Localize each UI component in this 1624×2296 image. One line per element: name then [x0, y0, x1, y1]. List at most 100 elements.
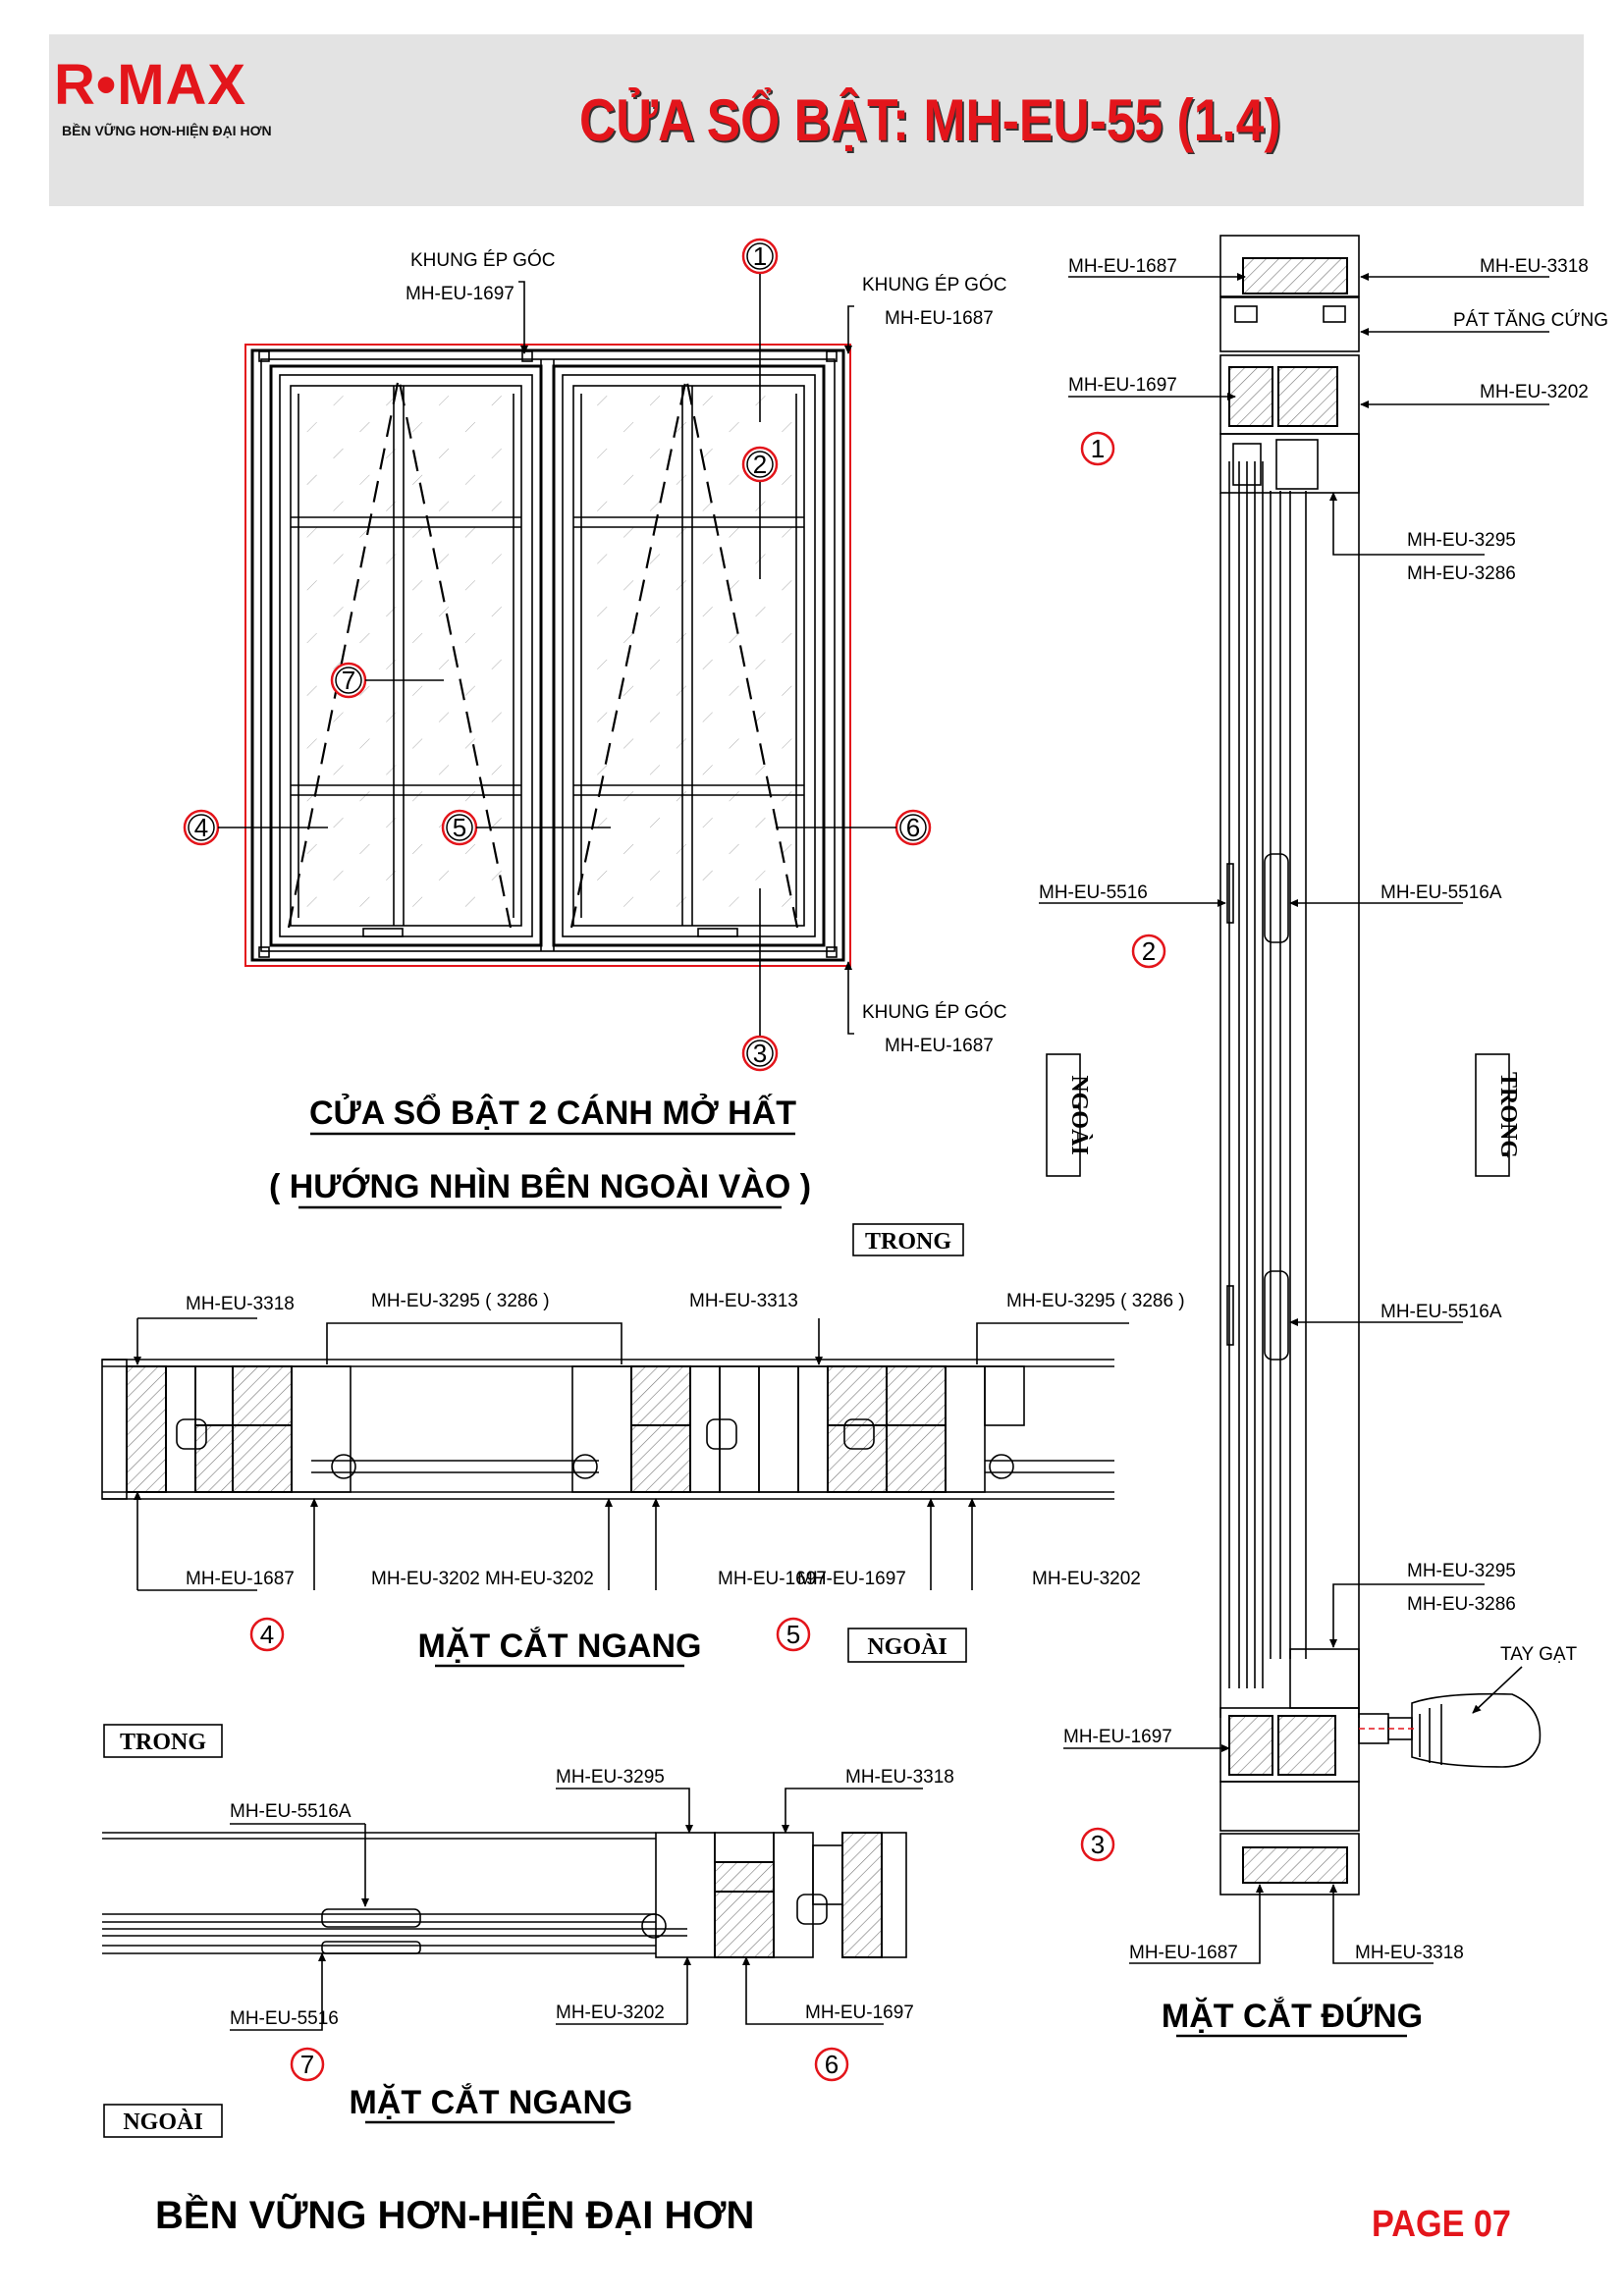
svg-text:3: 3 — [753, 1039, 767, 1068]
vs-label-lower-right-a: MH-EU-3295 — [1407, 1561, 1516, 1581]
svg-text:3: 3 — [1091, 1830, 1105, 1859]
vs-label-bottom-left-1: MH-EU-1697 — [1063, 1727, 1172, 1747]
vs-label-mid-left: MH-EU-5516 — [1039, 882, 1148, 903]
svg-text:2: 2 — [1142, 936, 1156, 966]
corner-left-code: MH-EU-1697 — [406, 284, 514, 304]
vs-label-bottom-left-2: MH-EU-1687 — [1129, 1943, 1238, 1963]
page-number: PAGE 07 — [1372, 2204, 1511, 2245]
hs2-label-top-1: MH-EU-5516A — [230, 1801, 352, 1822]
vs-label-upper-right-b: MH-EU-3286 — [1407, 563, 1516, 584]
hs2-label-top-2: MH-EU-3295 — [556, 1767, 665, 1788]
vs-label-bottom-right: MH-EU-3318 — [1355, 1943, 1464, 1963]
vs-inside-box — [1475, 1053, 1510, 1177]
elevation-subtitle: ( HƯỚNG NHÌN BÊN NGOÀI VÀO ) — [269, 1168, 811, 1205]
marker-2: 2 — [741, 446, 779, 579]
hs1-label-bottom-6: MH-EU-3202 — [1032, 1569, 1141, 1589]
vs-label-handle: TAY GẠT — [1500, 1644, 1578, 1665]
corner-right-code: MH-EU-1687 — [885, 308, 994, 329]
hs2-inside-label: TRONG — [120, 1730, 206, 1755]
vs-marker-1: 1 — [1080, 431, 1115, 466]
svg-text:1: 1 — [1091, 434, 1105, 463]
vs-label-top-right-2: PÁT TĂNG CỨNG — [1453, 309, 1608, 331]
footer-slogan: BỀN VỮNG HƠN-HIỆN ĐẠI HƠN — [155, 2194, 755, 2237]
vs-outside-box — [1046, 1053, 1081, 1177]
hs1-inside-label: TRONG — [865, 1229, 951, 1255]
svg-text:5: 5 — [453, 813, 466, 842]
hs2-outside-box — [103, 2104, 223, 2138]
hs2-label-bottom-1: MH-EU-5516 — [230, 2008, 339, 2029]
outer-frame — [250, 348, 845, 962]
hs1-marker-5: 5 — [776, 1617, 811, 1652]
inner-frame — [260, 358, 836, 952]
hs1-outside-box — [847, 1628, 967, 1663]
marker-1: 1 — [741, 238, 779, 422]
vs-label-upper-right-a: MH-EU-3295 — [1407, 530, 1516, 551]
svg-text:1: 1 — [753, 241, 767, 271]
vs-outside-label: NGOÀI — [1066, 1075, 1092, 1154]
brand-logo: R•MAX BỀN VỮNG HƠN-HIỆN ĐẠI HƠN — [54, 57, 272, 138]
hs1-inside-box — [852, 1223, 964, 1256]
logo-text: R•MAX — [54, 53, 247, 117]
marker-7: 7 — [330, 662, 444, 699]
corner-right-name: KHUNG ÉP GÓC — [862, 274, 1006, 295]
hs1-label-bottom-4: MH-EU-1697 — [718, 1569, 827, 1589]
vs-marker-2: 2 — [1131, 934, 1166, 969]
vs-title: MẶT CẮT ĐỨNG — [1162, 1998, 1423, 2035]
svg-text:5: 5 — [786, 1620, 800, 1649]
header-band — [49, 34, 1584, 206]
hs1-label-bottom-2: MH-EU-3202 — [371, 1569, 480, 1589]
vs-label-top-right-1: MH-EU-3318 — [1480, 256, 1589, 277]
horizontal-section-2: TRONG MH-EU-5516A MH-EU-3295 — [102, 1724, 954, 2138]
elevation-title: CỬA SỔ BẬT 2 CÁNH MỞ HẤT — [309, 1095, 796, 1132]
vertical-section: MH-EU-1687 MH-EU-3318 PÁT TĂNG CỨNG MH-E… — [1039, 235, 1608, 2038]
hs1-label-bottom-1: MH-EU-1687 — [186, 1569, 295, 1589]
corner-bottom-code: MH-EU-1687 — [885, 1036, 994, 1056]
svg-text:6: 6 — [906, 813, 920, 842]
svg-text:7: 7 — [300, 2050, 314, 2079]
hs2-title: MẶT CẮT NGANG — [350, 2084, 633, 2121]
right-sash — [552, 364, 826, 947]
hs2-marker-6: 6 — [814, 2047, 849, 2082]
hs1-marker-4: 4 — [249, 1617, 285, 1652]
marker-5: 5 — [441, 809, 611, 846]
opening-direction-left — [287, 377, 513, 929]
left-handle — [362, 928, 404, 937]
vs-marker-3: 3 — [1080, 1827, 1115, 1862]
corner-left-name: KHUNG ÉP GÓC — [410, 249, 555, 271]
vs-inside-label: TRONG — [1495, 1072, 1521, 1158]
opening-direction-right — [569, 377, 799, 929]
right-handle — [697, 928, 738, 937]
hs2-label-bottom-2: MH-EU-3202 — [556, 2002, 665, 2023]
vs-label-lower-right-b: MH-EU-3286 — [1407, 1594, 1516, 1615]
marker-6: 6 — [776, 809, 932, 846]
vs-label-top-right-3: MH-EU-3202 — [1480, 382, 1589, 402]
svg-text:4: 4 — [194, 813, 208, 842]
hs2-marker-7: 7 — [290, 2047, 325, 2082]
hs1-outside-label: NGOÀI — [867, 1634, 947, 1660]
hs1-label-top-4: MH-EU-3295 ( 3286 ) — [1006, 1291, 1185, 1311]
vs-label-mid-right: MH-EU-5516A — [1380, 882, 1502, 903]
hs1-label-top-3: MH-EU-3313 — [689, 1291, 798, 1311]
horizontal-section-1: TRONG — [101, 1223, 1185, 1668]
hs1-label-bottom-3: MH-EU-3202 — [485, 1569, 594, 1589]
marker-4: 4 — [183, 809, 328, 846]
hs2-outside-label: NGOÀI — [123, 2109, 202, 2135]
svg-text:2: 2 — [753, 450, 767, 479]
handle-tay-gat — [1358, 1692, 1542, 1768]
hs1-label-top-2: MH-EU-3295 ( 3286 ) — [371, 1291, 550, 1311]
outer-frame-outline — [244, 344, 851, 967]
hs2-label-bottom-3: MH-EU-1697 — [805, 2002, 914, 2023]
window-elevation: KHUNG ÉP GÓC MH-EU-1697 KHUNG ÉP GÓC MH-… — [183, 238, 1006, 1209]
svg-text:7: 7 — [342, 666, 355, 695]
svg-text:4: 4 — [260, 1620, 274, 1649]
hs1-label-bottom-5: MH-EU-1697 — [797, 1569, 906, 1589]
hs1-title: MẶT CẮT NGANG — [418, 1628, 702, 1665]
marker-3: 3 — [741, 888, 779, 1072]
hs1-label-top-1: MH-EU-3318 — [186, 1294, 295, 1314]
left-sash — [269, 364, 543, 947]
corner-bottom-name: KHUNG ÉP GÓC — [862, 1001, 1006, 1023]
logo-tagline: BỀN VỮNG HƠN-HIỆN ĐẠI HƠN — [62, 123, 272, 138]
svg-text:6: 6 — [825, 2050, 839, 2079]
